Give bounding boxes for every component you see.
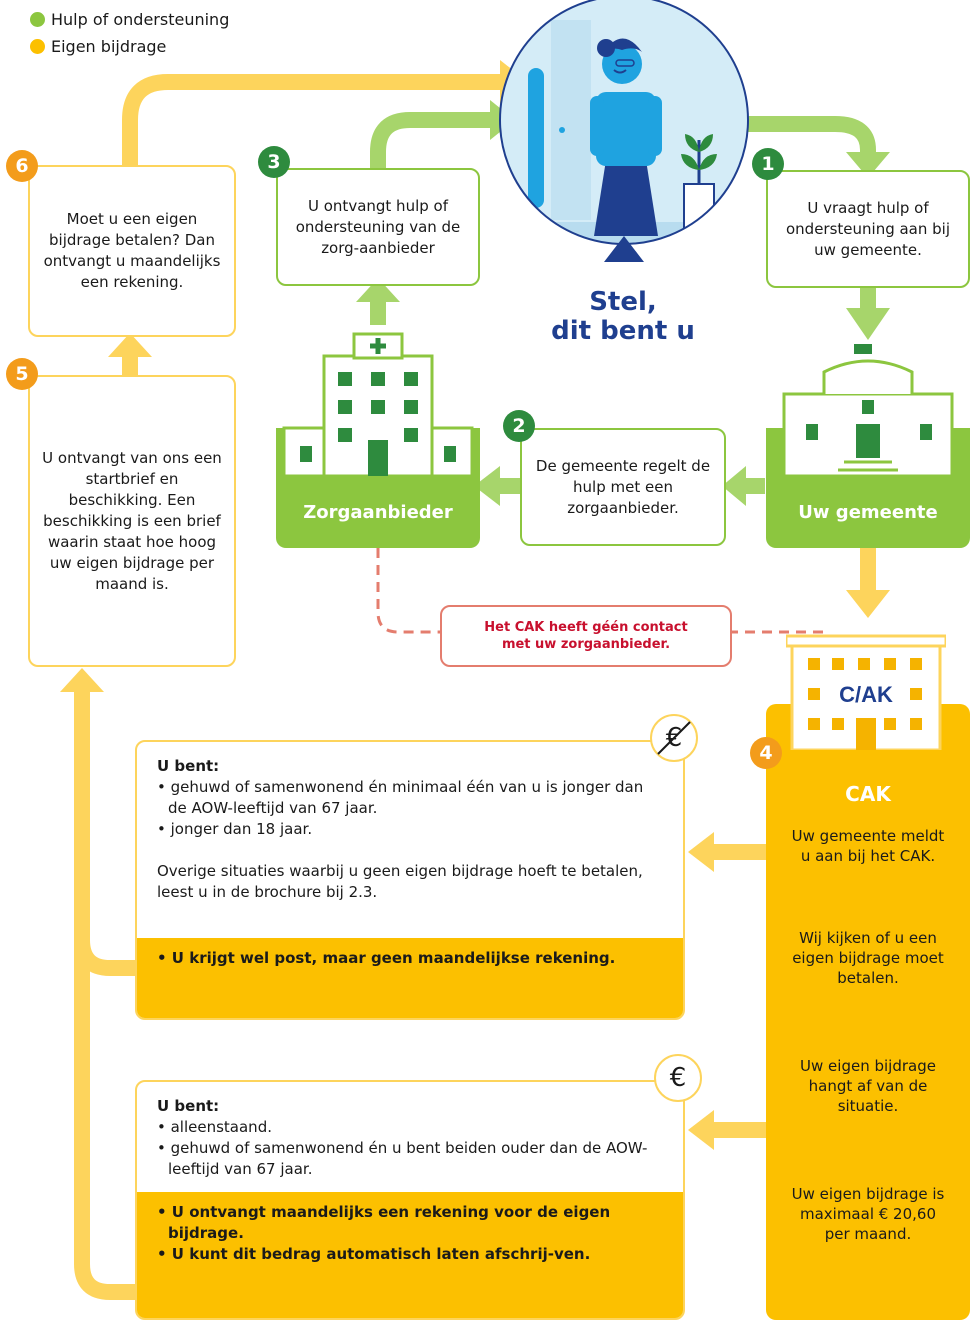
case-no-fee-note: Overige situaties waarbij u geen eigen b…: [157, 862, 643, 901]
step-6-badge: 6: [6, 150, 38, 182]
case-fee-result-1: • U ontvangt maandelijks een rekening vo…: [157, 1203, 611, 1242]
cak-building-icon: C/AK: [786, 634, 946, 750]
step-2-text: De gemeente regelt de hulp met een zorga…: [535, 456, 711, 517]
step-3-text: U ontvangt hulp of ondersteuning van de …: [295, 196, 461, 257]
step-2-box: De gemeente regelt de hulp met een zorga…: [520, 428, 726, 546]
case-no-fee-result: • U krijgt wel post, maar geen maandelij…: [137, 938, 683, 1018]
no-contact-line1: Het CAK heeft géén contact: [484, 620, 688, 635]
step-2-badge: 2: [503, 410, 535, 442]
step-5-text: U ontvangt van ons een startbrief en bes…: [42, 448, 222, 593]
cak-sign-text: C/AK: [839, 682, 893, 707]
legend-contribution: Eigen bijdrage: [30, 37, 166, 56]
case-no-fee-box: U bent: • gehuwd of samenwonend én minim…: [135, 740, 685, 1020]
legend-help-label: Hulp of ondersteuning: [51, 10, 230, 29]
case-no-fee-bullet-2: • jonger dan 18 jaar.: [157, 820, 313, 838]
cak-paragraph-3: Uw eigen bijdrage hangt af van de situat…: [800, 1057, 936, 1115]
case-fee-bullet-2: • gehuwd of samenwonend én u bent beiden…: [157, 1139, 648, 1178]
step-6-text: Moet u een eigen bijdrage betalen? Dan o…: [43, 210, 221, 291]
case-fee-heading: U bent:: [157, 1097, 220, 1115]
step-5-number: 5: [15, 363, 29, 385]
cak-paragraph-2: Wij kijken of u een eigen bijdrage moet …: [792, 929, 944, 987]
center-title: Stel, dit bent u: [530, 288, 716, 346]
gemeente-label-text: Uw gemeente: [798, 501, 938, 523]
zorgaanbieder-label: Zorgaanbieder: [276, 476, 480, 548]
cak-paragraph-1: Uw gemeente meldt u aan bij het CAK.: [791, 827, 945, 865]
door-handle-icon: [528, 68, 544, 208]
legend-help: Hulp of ondersteuning: [30, 10, 229, 29]
no-contact-note: Het CAK heeft géén contact met uw zorgaa…: [440, 605, 732, 667]
case-fee-bullet-1: • alleenstaand.: [157, 1118, 272, 1136]
step-3-box: U ontvangt hulp of ondersteuning van de …: [276, 168, 480, 286]
zorgaanbieder-label-text: Zorgaanbieder: [303, 501, 453, 523]
arrow-cases-to-5: [74, 690, 135, 976]
legend-help-swatch: [30, 12, 45, 27]
legend-contribution-label: Eigen bijdrage: [51, 37, 167, 56]
case-fee-results: • U ontvangt maandelijks een rekening vo…: [137, 1192, 683, 1318]
step-1-text: U vraagt hulp of ondersteuning aan bij u…: [785, 198, 951, 259]
gemeente-building-icon: [766, 344, 970, 476]
case-no-fee-result-text: • U krijgt wel post, maar geen maandelij…: [157, 949, 616, 967]
cak-paragraph-4: Uw eigen bijdrage is maximaal € 20,60 pe…: [791, 1185, 945, 1243]
euro-icon: €: [654, 1054, 702, 1102]
case-no-fee-heading: U bent:: [157, 757, 220, 775]
step-5-box: U ontvangt van ons een startbrief en bes…: [28, 375, 236, 667]
step-3-badge: 3: [258, 146, 290, 178]
step-2-number: 2: [512, 415, 526, 437]
cak-panel: [766, 704, 970, 1320]
legend-contribution-swatch: [30, 39, 45, 54]
step-6-box: Moet u een eigen bijdrage betalen? Dan o…: [28, 165, 236, 337]
strike-icon: [657, 721, 691, 755]
step-1-badge: 1: [752, 148, 784, 180]
step-5-badge: 5: [6, 358, 38, 390]
step-4-badge: 4: [750, 737, 782, 769]
no-euro-icon: €: [650, 714, 698, 762]
case-no-fee-bullet-1: • gehuwd of samenwonend én minimaal één …: [157, 778, 644, 817]
gemeente-label: Uw gemeente: [766, 476, 970, 548]
zorgaanbieder-building-icon: [276, 332, 480, 476]
center-title-line2: dit bent u: [551, 316, 695, 346]
step-4-number: 4: [759, 742, 773, 764]
step-1-box: U vraagt hulp of ondersteuning aan bij u…: [766, 170, 970, 288]
no-contact-line2: met uw zorgaanbieder.: [501, 637, 671, 652]
arrow-6-to-person: [122, 74, 500, 165]
step-6-number: 6: [15, 155, 29, 177]
arrow-person-to-1: [748, 116, 876, 158]
cak-title: CAK: [845, 782, 891, 806]
case-fee-result-2: • U kunt dit bedrag automatisch laten af…: [157, 1245, 591, 1263]
step-1-number: 1: [761, 153, 775, 175]
center-title-line1: Stel,: [589, 287, 657, 317]
case-fee-box: U bent: • alleenstaand. • gehuwd of same…: [135, 1080, 685, 1320]
arrow-3-to-person: [370, 112, 490, 168]
euro-symbol: €: [669, 1063, 687, 1093]
person-illustration: [499, 0, 749, 262]
step-3-number: 3: [267, 151, 281, 173]
